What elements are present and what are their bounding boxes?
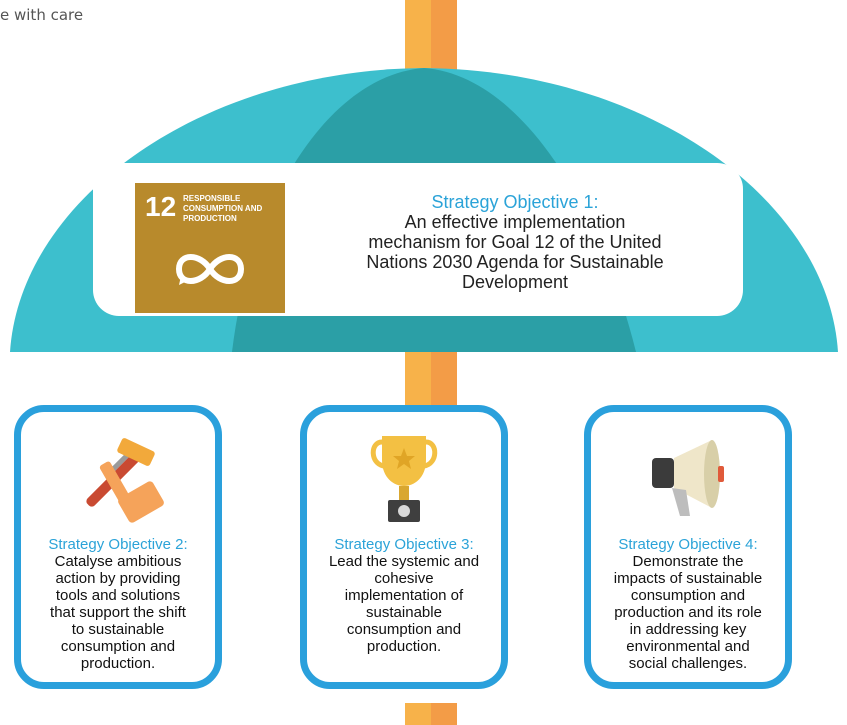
objective-line: Demonstrate the bbox=[632, 553, 744, 570]
sdg-12-badge: 12 RESPONSIBLE CONSUMPTION AND PRODUCTIO… bbox=[135, 183, 285, 313]
tagline: e with care bbox=[0, 6, 84, 24]
pole-bottom-left bbox=[405, 703, 431, 725]
sdg-label: RESPONSIBLE CONSUMPTION AND PRODUCTION bbox=[183, 194, 263, 223]
pole-mid-left bbox=[405, 352, 431, 407]
objective-line: that support the shift bbox=[50, 604, 186, 621]
objective-line: environmental and bbox=[626, 638, 750, 655]
objective-2-title: Strategy Objective 2: bbox=[48, 536, 188, 553]
objective-line: Lead the systemic and bbox=[328, 553, 480, 570]
objective-line: cohesive bbox=[374, 570, 434, 587]
main-objective-body: An effective implementation mechanism fo… bbox=[300, 212, 730, 292]
pole-top-right bbox=[431, 0, 457, 70]
objective-line: consumption and bbox=[346, 621, 462, 638]
objective-line: action by providing bbox=[55, 570, 181, 587]
megaphone-icon bbox=[652, 440, 724, 516]
objective-3-text: Strategy Objective 3: Lead the systemic … bbox=[307, 536, 501, 655]
objective-line: impacts of sustainable bbox=[613, 570, 763, 587]
infinity-icon bbox=[175, 254, 245, 285]
main-objective-line: mechanism for Goal 12 of the United bbox=[368, 232, 662, 252]
objective-line: production and its role bbox=[614, 604, 762, 621]
main-objective-title: Strategy Objective 1: bbox=[431, 192, 599, 212]
objective-2-text: Strategy Objective 2: Catalyse ambitious… bbox=[21, 536, 215, 672]
objective-line: implementation of bbox=[344, 587, 464, 604]
objective-line: Catalyse ambitious bbox=[54, 553, 182, 570]
pole-bottom-right bbox=[431, 703, 457, 725]
objective-line: sustainable bbox=[366, 604, 442, 621]
main-objective-line: Development bbox=[461, 272, 569, 292]
objective-line: production. bbox=[80, 655, 156, 672]
objective-line: consumption and bbox=[630, 587, 746, 604]
objective-3-title: Strategy Objective 3: bbox=[334, 536, 474, 553]
objective-2-card: Strategy Objective 2: Catalyse ambitious… bbox=[14, 405, 222, 689]
objective-line: consumption and bbox=[60, 638, 176, 655]
objective-line: tools and solutions bbox=[55, 587, 181, 604]
objective-line: to sustainable bbox=[71, 621, 165, 638]
objective-line: in addressing key bbox=[629, 621, 747, 638]
trophy-icon bbox=[370, 436, 438, 522]
tools-icon bbox=[86, 438, 164, 523]
sdg-number: 12 bbox=[145, 191, 177, 222]
objective-line: production. bbox=[366, 638, 442, 655]
objective-4-card: Strategy Objective 4: Demonstrate the im… bbox=[584, 405, 792, 689]
objective-line: social challenges. bbox=[628, 655, 748, 672]
pole-mid-right bbox=[431, 352, 457, 407]
objective-3-card: Strategy Objective 3: Lead the systemic … bbox=[300, 405, 508, 689]
main-objective-line: Nations 2030 Agenda for Sustainable bbox=[366, 252, 664, 272]
objective-4-title: Strategy Objective 4: bbox=[618, 536, 758, 553]
objective-4-text: Strategy Objective 4: Demonstrate the im… bbox=[591, 536, 785, 672]
main-objective-text: Strategy Objective 1: An effective imple… bbox=[300, 192, 730, 292]
pole-top-left bbox=[405, 0, 431, 70]
main-objective-line: An effective implementation bbox=[404, 212, 626, 232]
